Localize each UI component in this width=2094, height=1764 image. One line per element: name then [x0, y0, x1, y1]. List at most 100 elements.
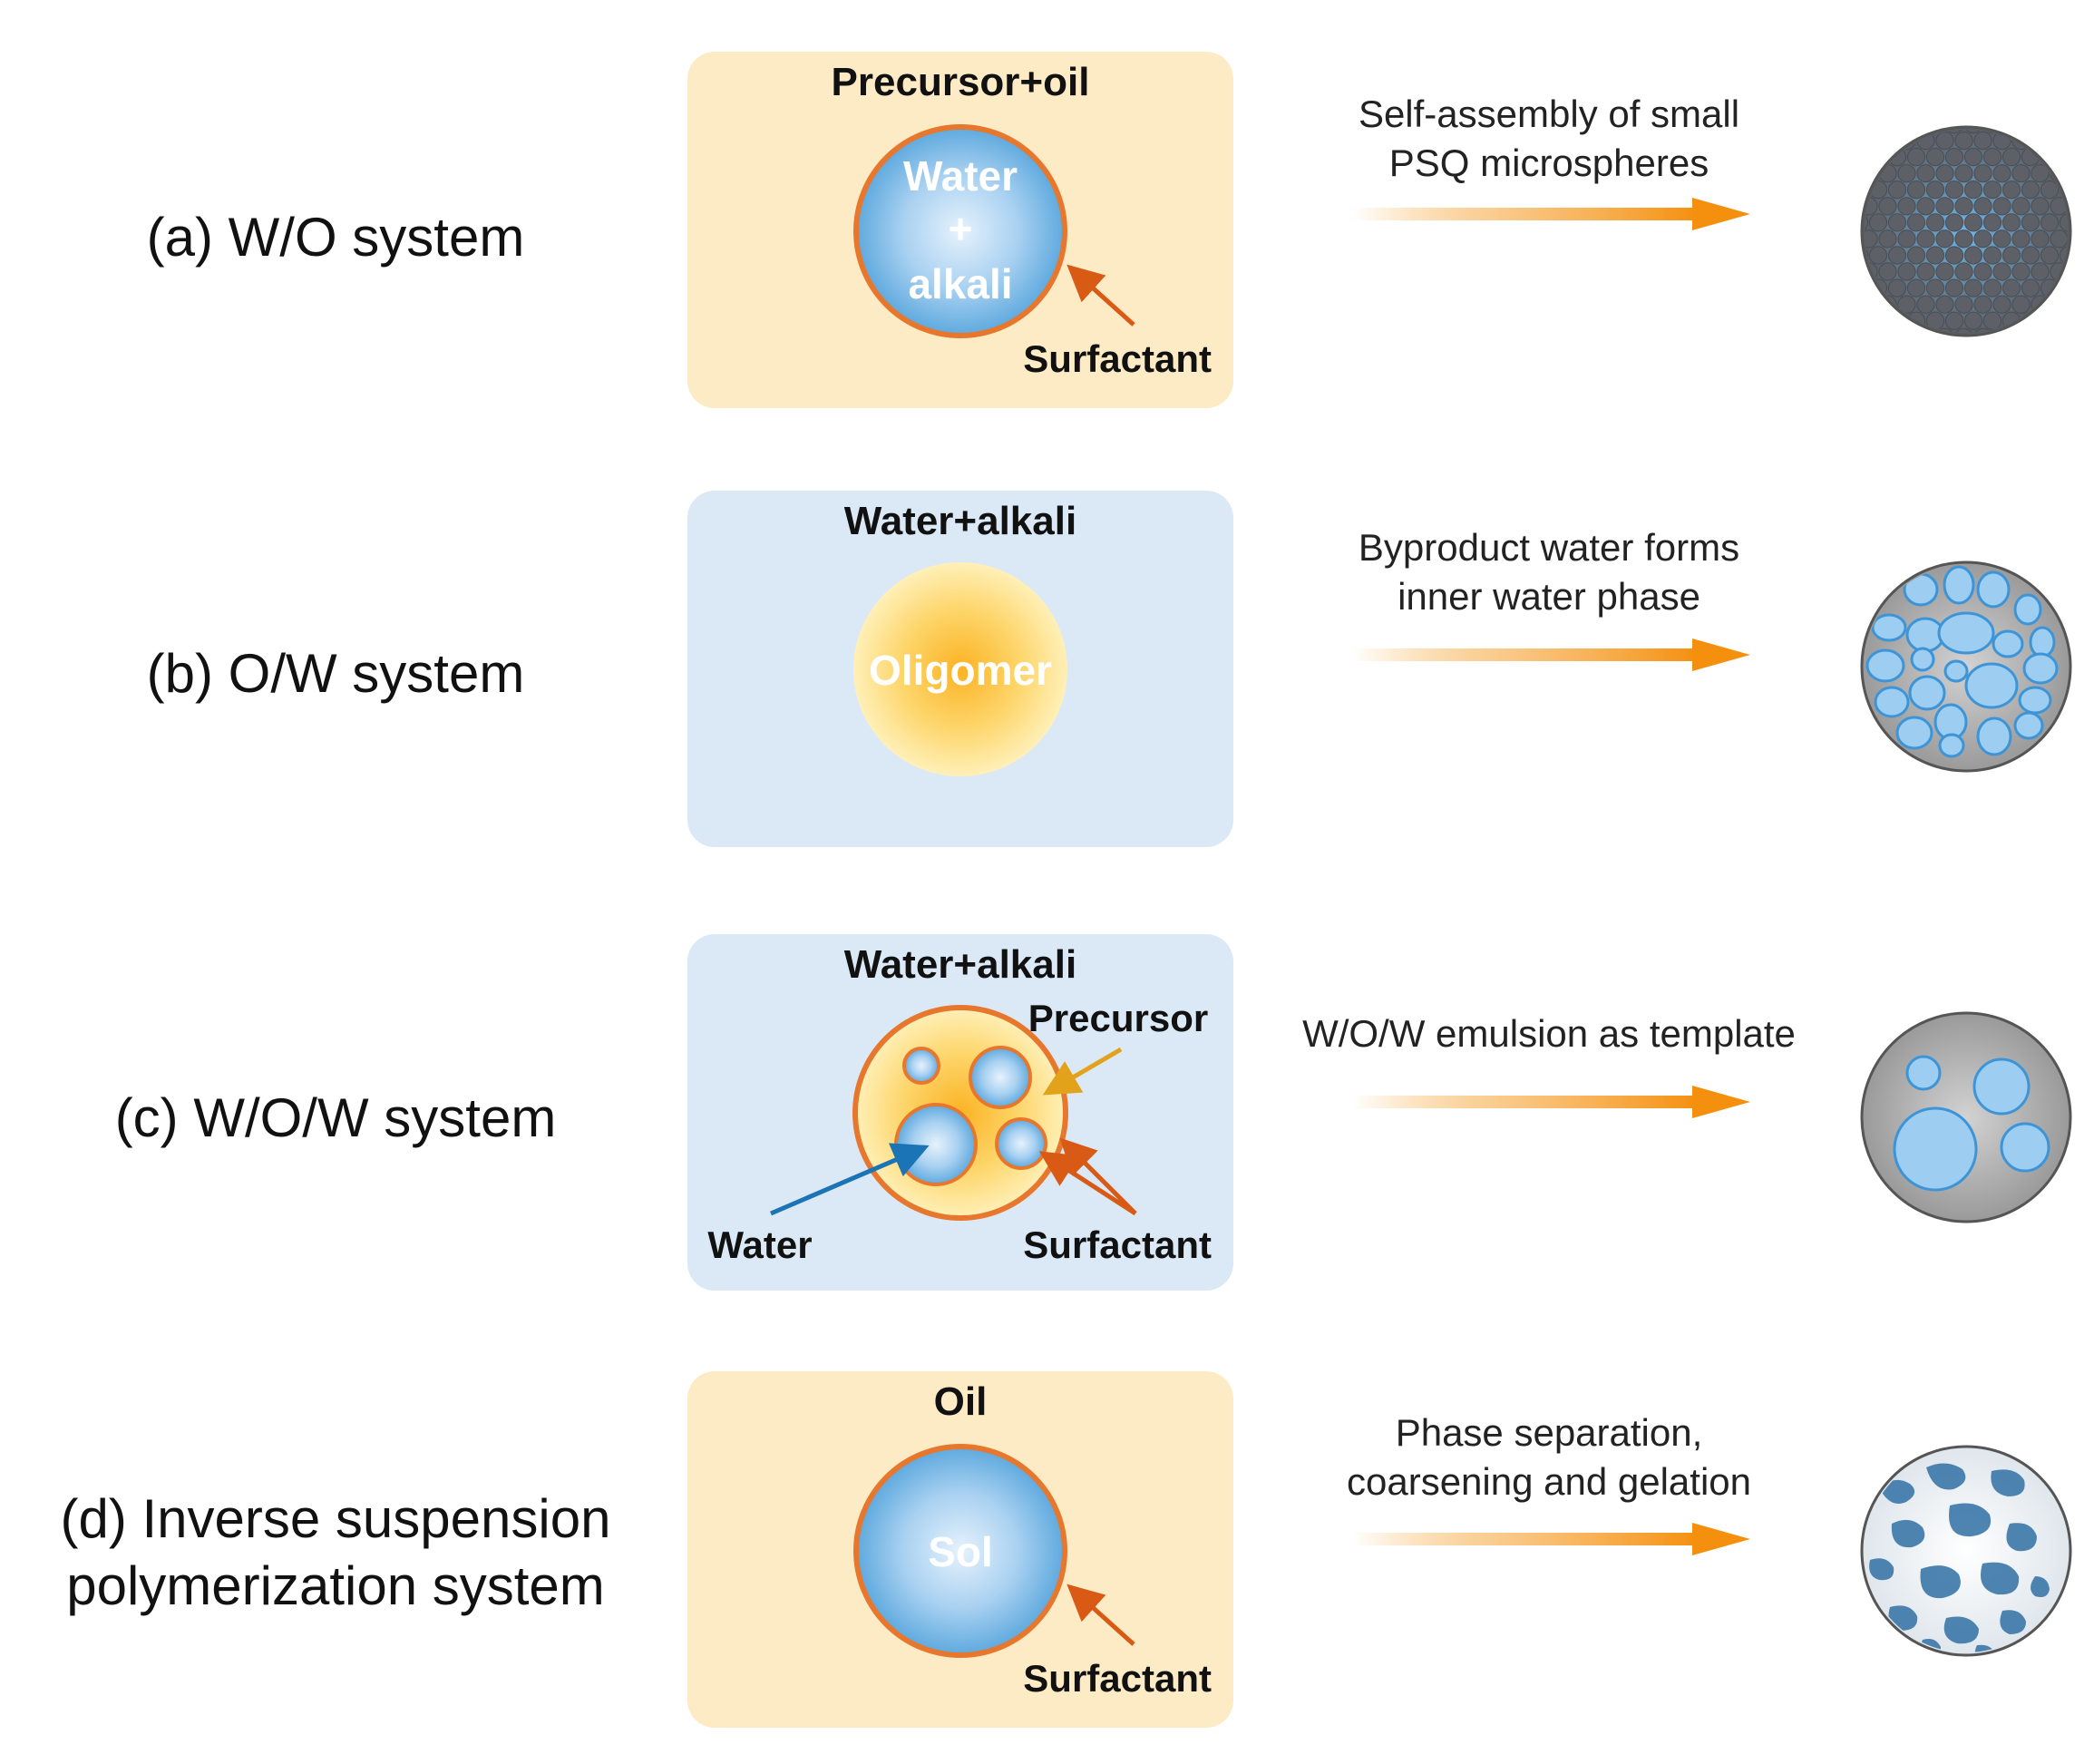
- precursor-label-c: Precursor: [1028, 997, 1208, 1039]
- small-psq-sphere: [2001, 180, 2021, 200]
- row-b: (b) O/W system Water+alkali Oligomer Byp…: [147, 491, 2072, 847]
- small-psq-sphere: [1944, 148, 1964, 167]
- small-psq-sphere: [1944, 180, 1964, 200]
- small-psq-sphere: [1925, 246, 1945, 265]
- small-psq-sphere: [1916, 295, 1935, 314]
- water-pointer-c: [770, 1143, 930, 1216]
- small-psq-sphere: [1865, 213, 1869, 232]
- small-psq-sphere: [1973, 197, 1992, 216]
- small-psq-sphere: [1944, 130, 1964, 134]
- surfactant-pointer-2-c: [1059, 1137, 1137, 1215]
- small-psq-sphere: [1897, 164, 1916, 183]
- system-label-b: (b) O/W system: [147, 643, 525, 704]
- small-psq-sphere: [2031, 229, 2050, 249]
- small-psq-sphere: [1916, 229, 1935, 249]
- surfactant-pointer-a: [1066, 264, 1135, 326]
- small-psq-sphere: [1916, 164, 1935, 183]
- surfactant-pointer-1-c: [1038, 1151, 1137, 1216]
- small-psq-sphere: [1954, 229, 1973, 249]
- small-psq-sphere: [2001, 213, 2021, 232]
- small-psq-sphere: [1973, 164, 1992, 183]
- small-psq-sphere: [2021, 213, 2040, 232]
- droplet-line-3-a: alkali: [908, 260, 1012, 307]
- small-psq-sphere: [2001, 148, 2021, 167]
- precursor-pointer-c: [1042, 1047, 1123, 1096]
- microsphere-result-a: [1860, 125, 2072, 337]
- small-psq-sphere: [1878, 197, 1897, 216]
- small-psq-sphere: [1865, 229, 1878, 249]
- small-psq-sphere: [1868, 213, 1888, 232]
- small-psq-sphere: [1944, 213, 1964, 232]
- surfactant-label-c: Surfactant: [1023, 1223, 1212, 1266]
- small-psq-sphere: [2050, 229, 2068, 249]
- microsphere-result-b: [1860, 560, 2072, 773]
- small-psq-sphere: [1963, 213, 1983, 232]
- row-c: (c) W/O/W system Water+alkali Precursor …: [115, 934, 2072, 1291]
- small-psq-sphere: [2001, 246, 2021, 265]
- small-psq-sphere: [1897, 229, 1916, 249]
- surfactant-label-d: Surfactant: [1023, 1657, 1212, 1700]
- process-arrow-a: [1353, 198, 1750, 230]
- system-label-line-2-d: polymerization system: [66, 1555, 605, 1616]
- small-psq-sphere: [1868, 246, 1888, 265]
- small-psq-sphere: [1992, 164, 2011, 183]
- small-psq-sphere: [1925, 278, 1945, 297]
- small-psq-sphere: [1973, 229, 1992, 249]
- small-psq-sphere: [1935, 132, 1954, 151]
- small-psq-sphere: [1982, 148, 2002, 167]
- small-psq-sphere: [1906, 278, 1926, 297]
- process-line-1-c: W/O/W emulsion as template: [1302, 1012, 1796, 1055]
- small-psq-sphere: [1992, 197, 2011, 216]
- small-psq-sphere: [2021, 180, 2040, 200]
- small-psq-sphere: [1916, 197, 1935, 216]
- droplet-label-b: Oligomer: [869, 647, 1052, 694]
- small-psq-sphere: [2021, 246, 2040, 265]
- inner-water-2-c: [969, 1046, 1032, 1109]
- small-psq-sphere: [1982, 213, 2002, 232]
- small-psq-sphere: [2011, 164, 2031, 183]
- small-psq-sphere: [1906, 213, 1926, 232]
- small-psq-sphere: [1865, 246, 1869, 265]
- small-psq-sphere: [1954, 132, 1973, 151]
- small-psq-sphere: [1973, 295, 1992, 314]
- droplet-line-2-a: +: [949, 205, 973, 252]
- small-psq-sphere: [1982, 311, 2002, 330]
- small-psq-sphere: [2001, 278, 2021, 297]
- oligomer-droplet-b: [853, 562, 1067, 776]
- inner-water-1-c: [902, 1047, 940, 1085]
- small-psq-sphere: [1973, 132, 1992, 151]
- small-psq-sphere: [1992, 262, 2011, 281]
- small-psq-sphere: [1935, 229, 1954, 249]
- small-psq-sphere: [1973, 262, 1992, 281]
- water-label-c: Water: [707, 1223, 812, 1266]
- small-psq-sphere: [1906, 180, 1926, 200]
- small-psq-sphere: [2059, 213, 2068, 232]
- small-psq-sphere: [1925, 148, 1945, 167]
- inner-water-3-c: [894, 1103, 978, 1186]
- small-psq-sphere: [1897, 295, 1916, 314]
- inner-water-4-c: [995, 1117, 1047, 1170]
- small-psq-sphere: [1963, 148, 1983, 167]
- surfactant-label-a: Surfactant: [1023, 337, 1212, 380]
- small-psq-sphere: [2011, 295, 2031, 314]
- small-psq-sphere: [1963, 180, 1983, 200]
- small-psq-sphere: [1887, 278, 1907, 297]
- small-psq-sphere: [1897, 197, 1916, 216]
- small-psq-sphere: [2040, 213, 2060, 232]
- system-label-a: (a) W/O system: [147, 207, 525, 268]
- microsphere-result-c: [1860, 1011, 2072, 1223]
- small-psq-sphere: [1963, 278, 1983, 297]
- small-psq-sphere: [1954, 197, 1973, 216]
- small-psq-sphere: [1887, 213, 1907, 232]
- small-psq-sphere: [1954, 164, 1973, 183]
- small-psq-sphere: [2011, 197, 2031, 216]
- microsphere-result-d: [1860, 1445, 2072, 1657]
- small-psq-sphere: [1897, 262, 1916, 281]
- process-line-1-d: Phase separation,: [1396, 1411, 1703, 1454]
- small-psq-sphere: [2031, 197, 2050, 216]
- small-psq-sphere: [1954, 295, 1973, 314]
- box-title-c: Water+alkali: [844, 942, 1076, 987]
- surfactant-pointer-d: [1066, 1584, 1135, 1646]
- small-psq-sphere: [2021, 278, 2040, 297]
- small-psq-sphere: [1944, 278, 1964, 297]
